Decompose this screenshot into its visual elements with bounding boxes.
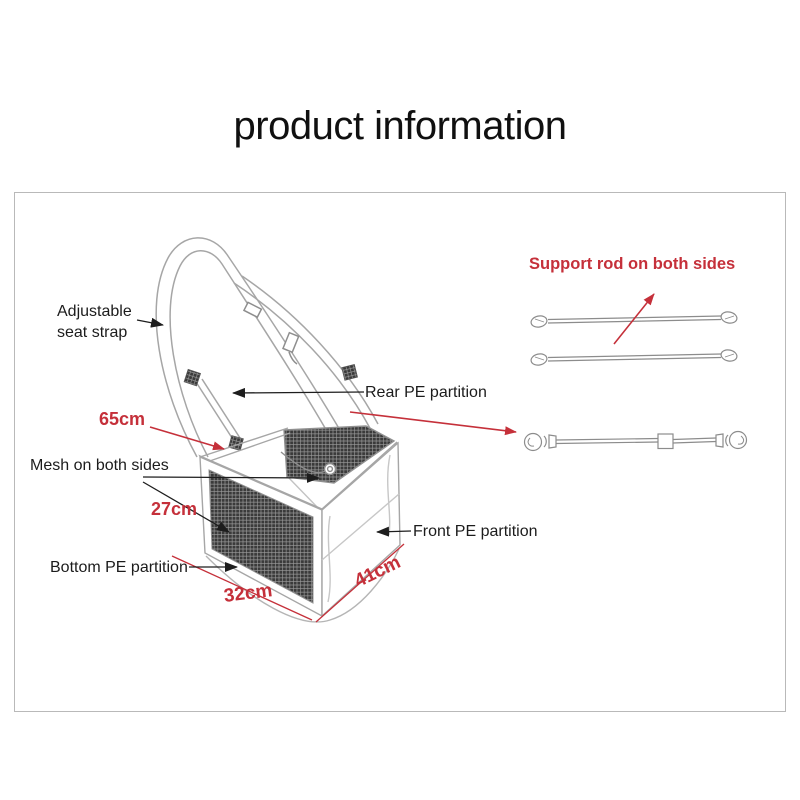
dimension-strap-65cm: 65cm — [99, 409, 146, 429]
page-title: product information — [233, 104, 567, 148]
label-adjustable-seat-strap: Adjustable seat strap — [57, 303, 132, 342]
dimension-height-27cm: 27cm — [151, 499, 198, 519]
label-bottom-pe-partition: Bottom PE partition — [50, 559, 188, 576]
label-front-pe-partition: Front PE partition — [413, 523, 538, 540]
seat-strap-illustration — [155, 237, 379, 458]
support-rods-illustration — [530, 311, 738, 366]
label-support-rod-on-both-sides: Support rod on both sides — [529, 255, 736, 273]
label-rear-pe-partition: Rear PE partition — [365, 384, 487, 401]
label-leader-arrows — [136, 317, 412, 572]
label-mesh-on-both-sides: Mesh on both sides — [30, 457, 169, 474]
carrier-box-illustration — [198, 425, 401, 623]
assembled-rod-illustration — [523, 430, 748, 452]
red-annotation-arrows — [149, 293, 655, 623]
diagram-panel — [14, 192, 786, 712]
